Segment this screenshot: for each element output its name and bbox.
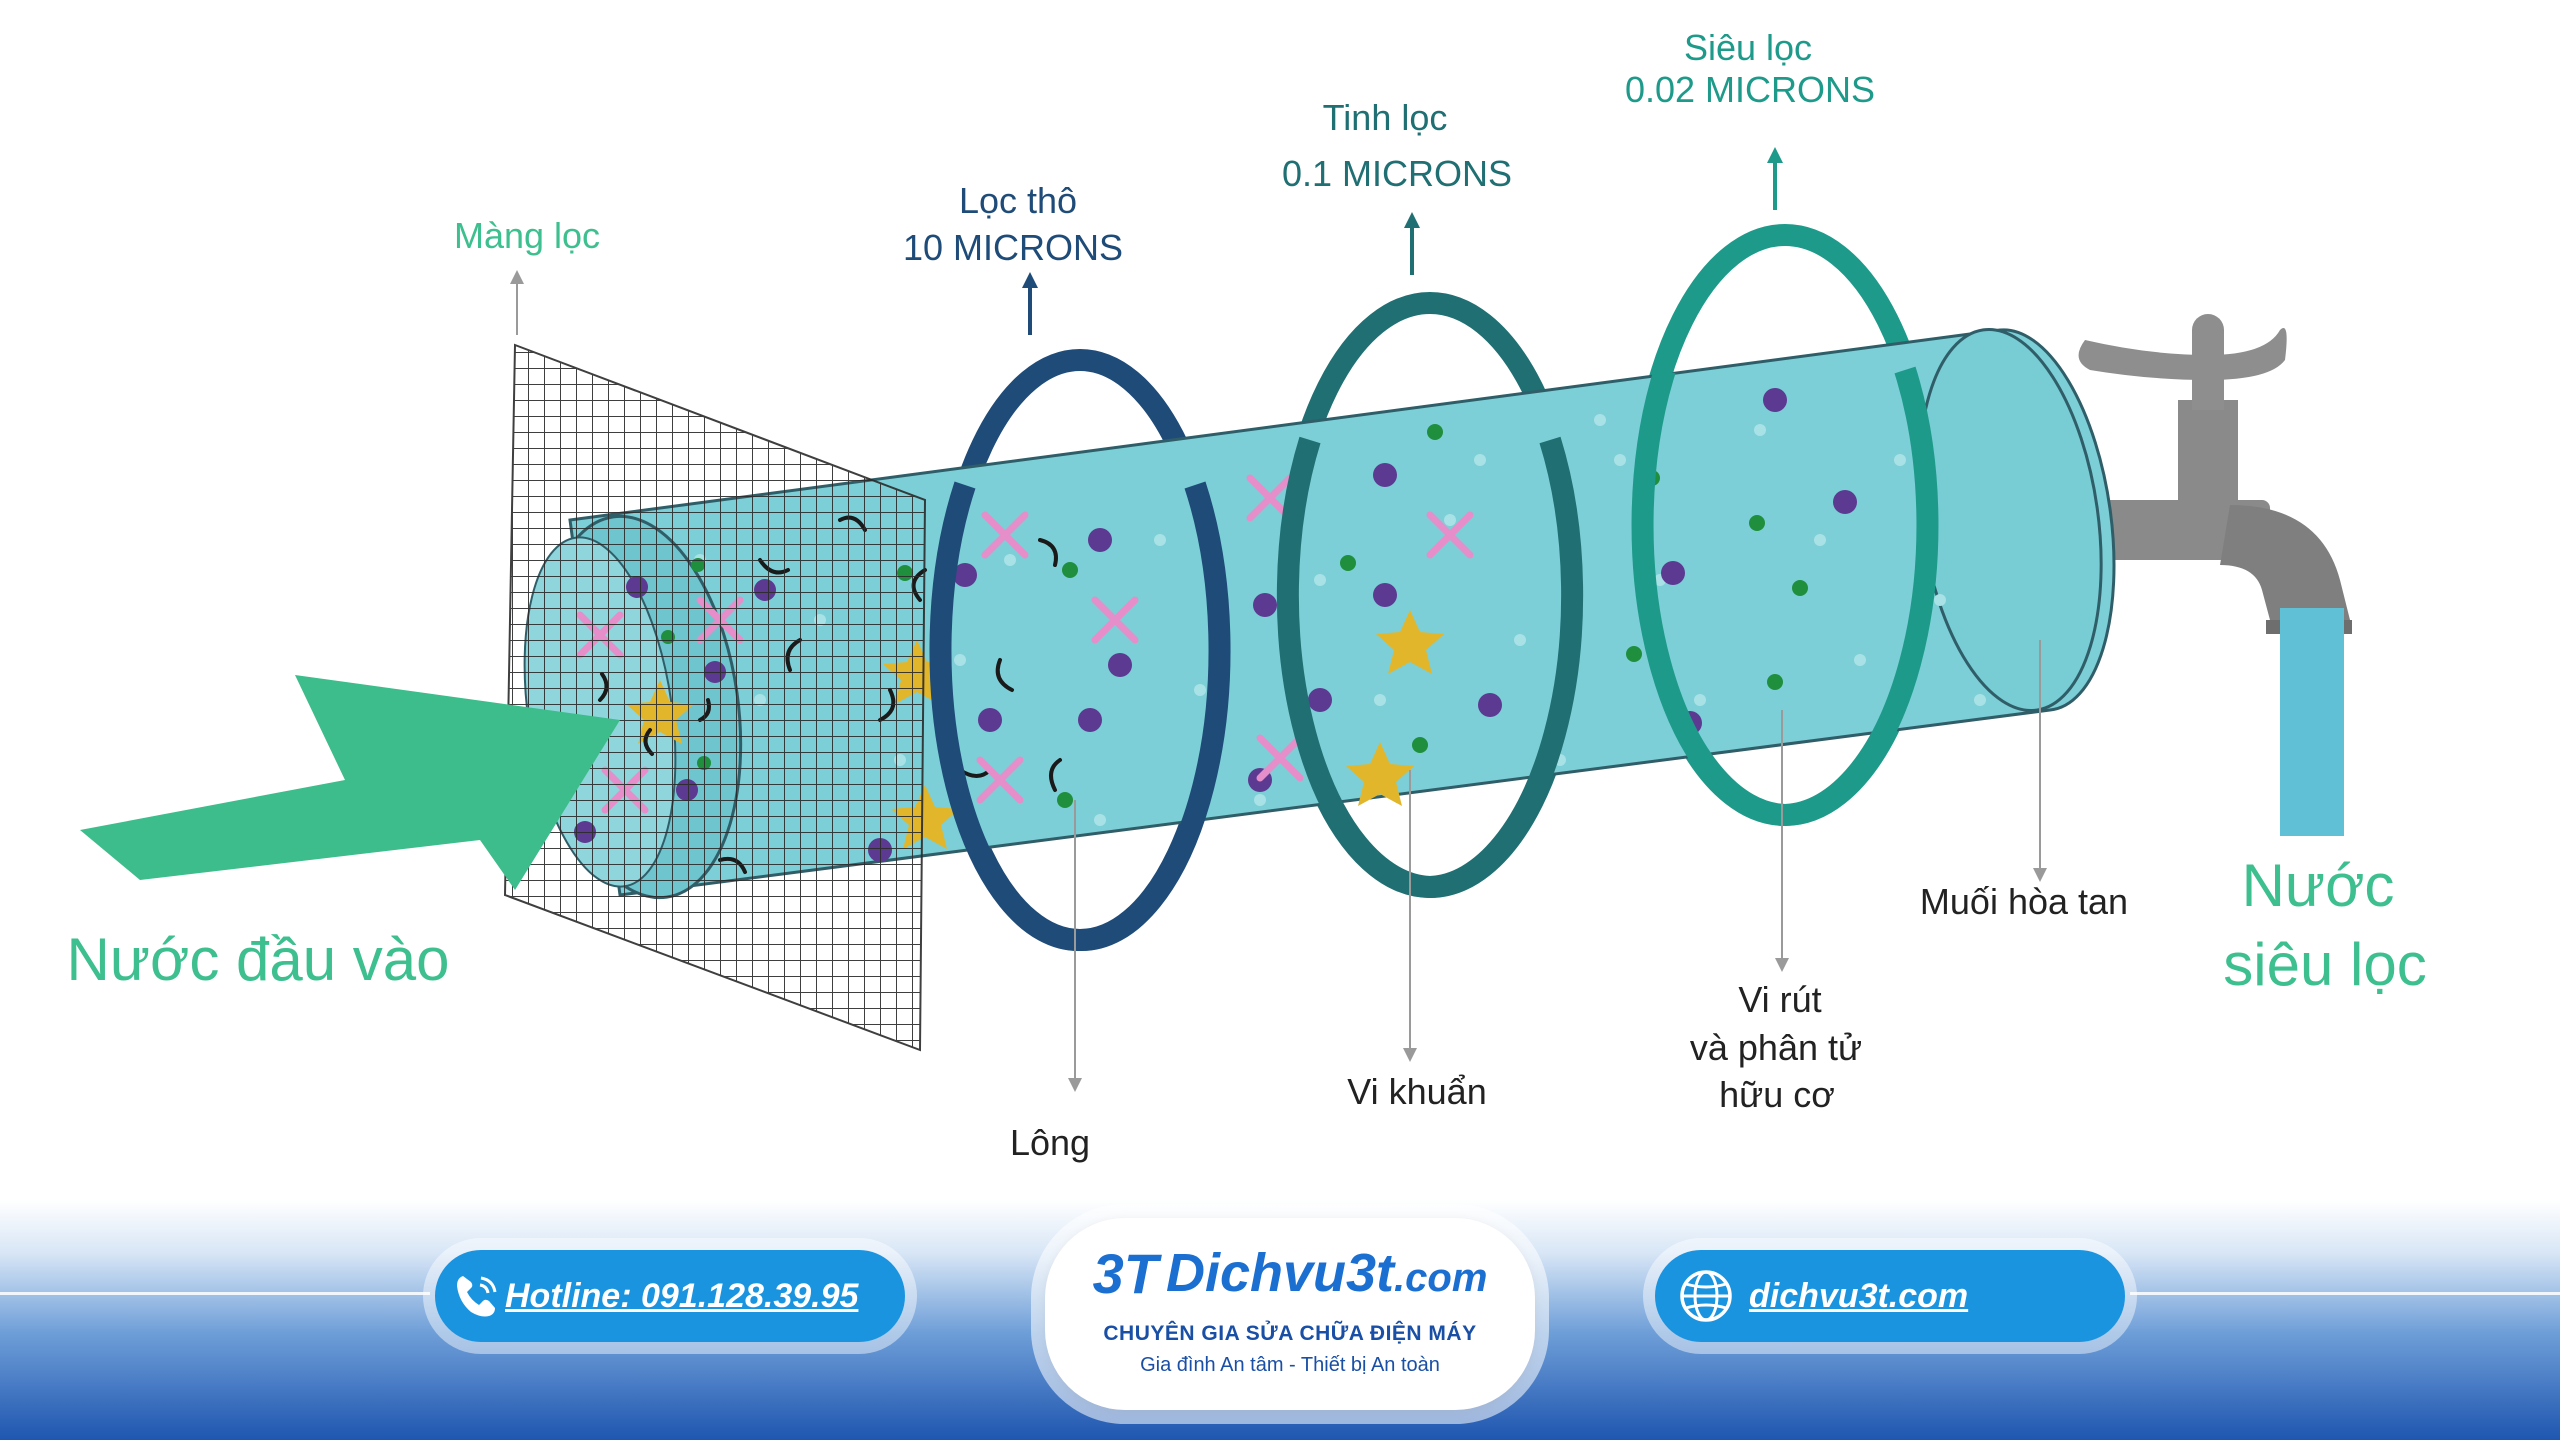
fine-filter-title: Tinh lọc	[1323, 97, 1448, 138]
input-arrow	[80, 675, 620, 890]
lint-label: Lông	[1010, 1122, 1090, 1163]
website-link[interactable]: dichvu3t.com	[1655, 1250, 2125, 1342]
water-stream	[2280, 608, 2344, 836]
brand-logo: 3T Dichvu3t.com CHUYÊN GIA SỬA CHỮA ĐIỆN…	[1045, 1218, 1535, 1410]
footer-divider-right	[2130, 1292, 2560, 1295]
input-water-label: Nước đầu vào	[66, 926, 449, 993]
ultrafiltration-diagram: Màng lọc Lọc thô 10 MICRONS Tinh lọc 0.1…	[66, 27, 2426, 1163]
mesh-label: Màng lọc	[454, 215, 600, 256]
website-text: dichvu3t.com	[1749, 1276, 1969, 1315]
footer-banner: Hotline: 091.128.39.95 3T Dichvu3t.com C…	[0, 1200, 2560, 1440]
virus-label-line2: và phân tử	[1690, 1027, 1862, 1068]
logo-mark-icon: 3T	[1092, 1241, 1158, 1305]
globe-icon	[1680, 1270, 1732, 1322]
footer-divider-left	[0, 1292, 430, 1295]
hotline-text: Hotline: 091.128.39.95	[505, 1276, 859, 1315]
coarse-filter-size: 10 MICRONS	[903, 227, 1123, 268]
logo-slogan: Gia đình An tâm - Thiết bị An toàn	[1140, 1354, 1440, 1376]
output-water-label-line1: Nước	[2242, 852, 2395, 919]
ultra-filter-size: 0.02 MICRONS	[1625, 69, 1875, 110]
coarse-filter-ring	[929, 481, 1231, 952]
virus-label-line1: Vi rút	[1738, 979, 1821, 1020]
logo-tagline: CHUYÊN GIA SỬA CHỮA ĐIỆN MÁY	[1103, 1322, 1477, 1345]
logo-brand-tld: .com	[1394, 1256, 1488, 1300]
bacteria-label: Vi khuẩn	[1347, 1071, 1486, 1112]
coarse-filter-title: Lọc thô	[959, 180, 1077, 221]
fine-filter-size: 0.1 MICRONS	[1282, 153, 1512, 194]
mesh-filter	[503, 343, 927, 1052]
ultra-filter-title: Siêu lọc	[1684, 27, 1812, 68]
logo-brand-name: Dichvu3t	[1165, 1243, 1395, 1303]
salt-label: Muối hòa tan	[1920, 881, 2128, 922]
output-water-label-line2: siêu lọc	[2223, 931, 2426, 998]
virus-label-line3: hữu cơ	[1719, 1074, 1835, 1115]
faucet-icon	[2078, 314, 2352, 634]
logo-brand: Dichvu3t.com	[1166, 1242, 1487, 1304]
phone-icon	[457, 1276, 497, 1317]
fine-filter-ring	[1276, 436, 1584, 899]
hotline-button[interactable]: Hotline: 091.128.39.95	[435, 1250, 905, 1342]
ultra-filter-ring	[1631, 366, 1939, 827]
